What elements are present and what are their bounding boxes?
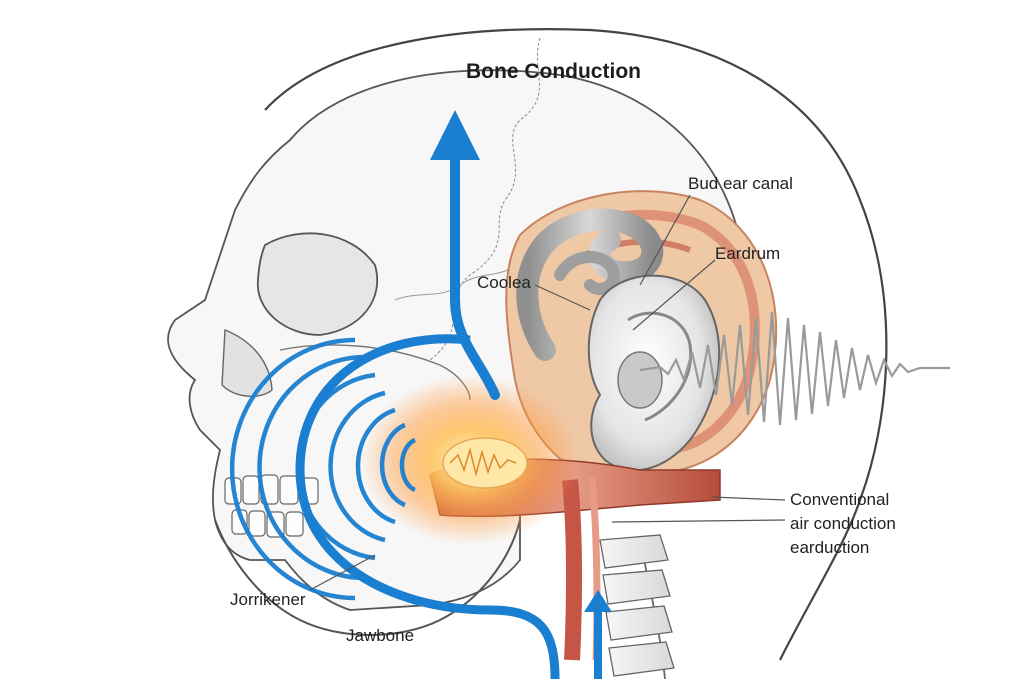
label-conventional-air-conduction: Conventional air conduction earduction — [790, 488, 896, 560]
leader-lines — [309, 194, 786, 591]
label-eardrum: Eardrum — [715, 244, 781, 263]
label-jorrikener: Jorrikener — [230, 590, 306, 609]
vibration-wiggle — [449, 447, 517, 477]
eye-socket — [257, 232, 379, 336]
vertebrae — [599, 534, 675, 677]
label-bud-ear-canal: Bud ear canal — [688, 174, 793, 193]
label-conventional-line-2: air conduction — [790, 514, 896, 533]
nasal-cavity — [221, 328, 273, 397]
air-sound-wave — [639, 311, 950, 426]
skull-suture — [429, 37, 541, 361]
ear-concha — [617, 351, 663, 409]
diagram-title: Bone Conduction — [466, 60, 641, 83]
arrow-up-head — [430, 110, 480, 160]
label-conventional-line-1: Conventional — [790, 490, 890, 509]
head-outline — [264, 28, 888, 661]
bone-conduction-path-outer — [295, 334, 560, 679]
arrow-spine-head — [584, 590, 612, 612]
canal-vessel — [562, 479, 583, 661]
label-jawbone: Jawbone — [346, 626, 415, 645]
jawbone — [214, 519, 521, 636]
bone-conduction-path-up — [450, 150, 500, 400]
label-coolea: Coolea — [477, 273, 531, 292]
cochlea-coil — [554, 250, 620, 295]
ear-inner-fold — [627, 311, 693, 422]
label-conventional-line-3: earduction — [790, 538, 870, 557]
